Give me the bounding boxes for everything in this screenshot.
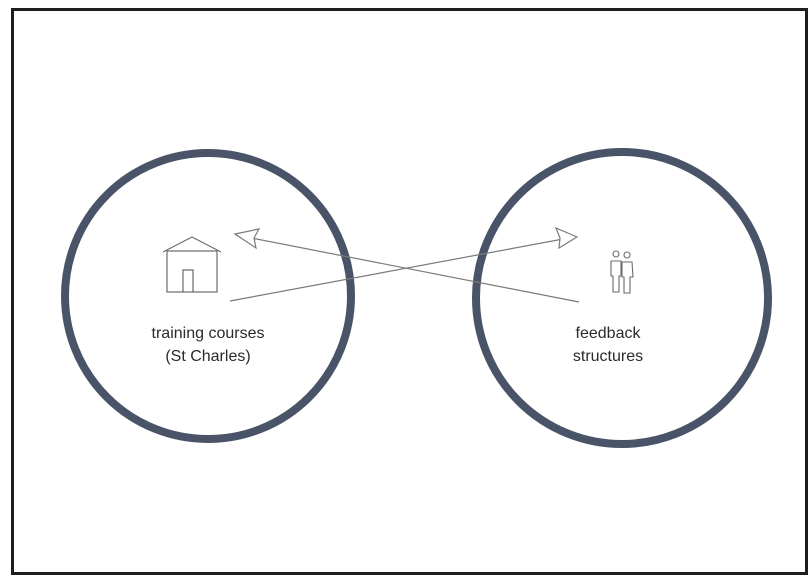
- node-circle-feedback-structures: [472, 148, 772, 448]
- edge-line-training-to-feedback: [229, 236, 575, 302]
- node-label-feedback-structures-line2: structures: [573, 348, 643, 365]
- arrowhead-right-icon: [554, 226, 579, 250]
- node-feedback-structures: feedback structures: [472, 148, 772, 448]
- node-label-training-courses-line2: (St Charles): [165, 348, 250, 365]
- edge-training-to-feedback: [229, 226, 579, 302]
- node-circle-training-courses: [61, 149, 355, 443]
- diagram-frame: [11, 8, 808, 575]
- node-label-feedback-structures-line1: feedback: [576, 325, 642, 342]
- arrowhead-left-icon: [233, 228, 261, 250]
- edge-line-feedback-to-training: [235, 234, 580, 303]
- people-icon: [610, 250, 634, 294]
- node-label-training-courses-line1: training courses: [152, 325, 265, 342]
- edge-feedback-to-training: [233, 228, 580, 303]
- house-icon: [162, 236, 222, 293]
- node-training-courses: training courses (St Charles): [61, 149, 355, 443]
